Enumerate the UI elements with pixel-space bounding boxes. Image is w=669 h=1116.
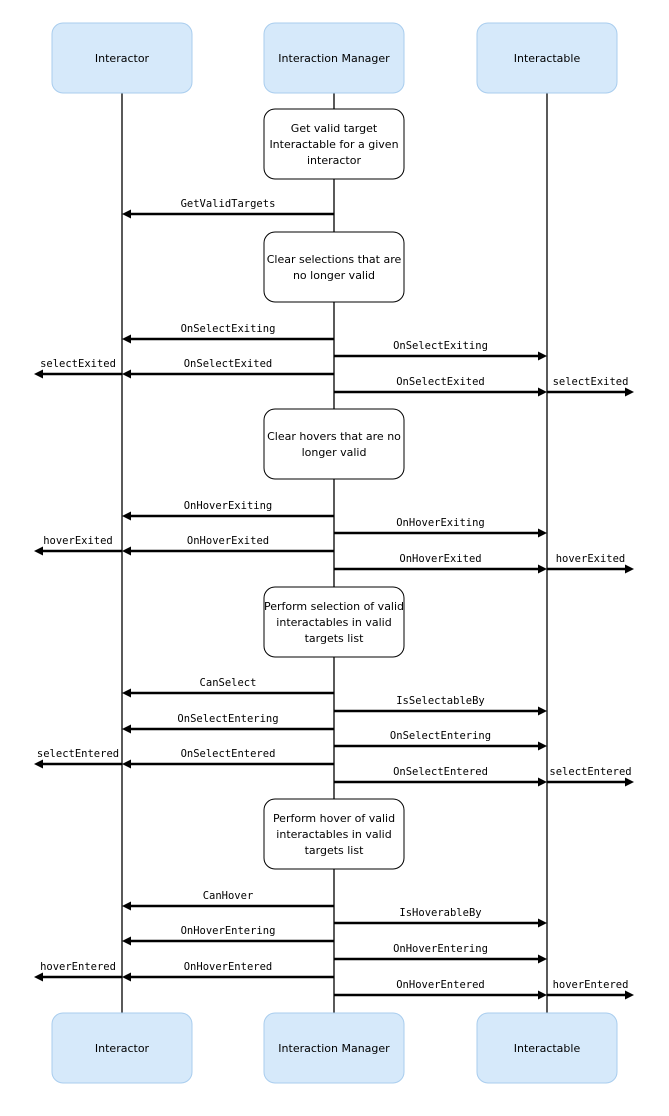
message-onhoverexited-to-interactable-label: OnHoverExited <box>399 553 481 565</box>
note-box-1 <box>263 108 405 180</box>
actor-label-interactor-top: Interactor <box>95 52 150 65</box>
message-canhover-to-interactor-arrow-head <box>122 901 131 911</box>
message-onselectentering-to-interactable-label: OnSelectEntering <box>390 730 491 742</box>
message-onselectentering-to-interactor-label: OnSelectEntering <box>177 713 278 725</box>
actor-box-interactable-top <box>476 22 618 94</box>
message-canhover-to-interactor-label: CanHover <box>203 890 254 902</box>
message-ishoverableby-to-interactable-arrow-head <box>538 918 547 928</box>
event-hoverentered-interactable-label: hoverEntered <box>553 979 629 991</box>
event-selectentered-interactable-arrow-head <box>625 777 634 787</box>
note-text-1-1: Get valid target <box>291 122 378 135</box>
message-onselectexiting-to-interactor-arrow-head <box>122 334 131 344</box>
note-text-1-2: Interactable for a given <box>269 138 398 151</box>
message-onselectexited-to-interactable-label: OnSelectExited <box>396 376 485 388</box>
message-onselectentering-to-interactable-arrow-head <box>538 741 547 751</box>
note-text-2-1: Clear selections that are <box>267 253 402 266</box>
message-onhoverentered-to-interactable-arrow-head <box>538 990 547 1000</box>
message-onhoverexiting-to-interactor-arrow-head <box>122 511 131 521</box>
message-canselect-to-interactor-arrow-head <box>122 688 131 698</box>
message-onselectentering-to-interactor-arrow-head <box>122 724 131 734</box>
note-text-1-3: interactor <box>307 154 361 167</box>
actor-label-interactable-top: Interactable <box>514 52 581 65</box>
message-onhoverentered-to-interactable-label: OnHoverEntered <box>396 979 485 991</box>
message-onselectexiting-to-interactable-label: OnSelectExiting <box>393 340 488 352</box>
event-hoverentered-interactable-arrow-head <box>625 990 634 1000</box>
note-text-3-2: longer valid <box>302 446 367 459</box>
event-hoverexited-interactor-arrow-head <box>34 546 43 556</box>
message-onselectexiting-to-interactable-arrow-head <box>538 351 547 361</box>
actor-box-interactor-top <box>51 22 193 94</box>
message-onselectentered-to-interactable-label: OnSelectEntered <box>393 766 488 778</box>
message-onhoverexiting-to-interactor-label: OnHoverExiting <box>184 500 273 512</box>
actor-box-interactable-bottom <box>476 1012 618 1084</box>
message-onhoverexited-to-interactor-label: OnHoverExited <box>187 535 269 547</box>
message-canselect-to-interactor-label: CanSelect <box>200 677 257 689</box>
note-text-5-1: Perform hover of valid <box>273 812 395 825</box>
note-box-3 <box>263 408 405 480</box>
actor-label-interactable-bottom: Interactable <box>514 1042 581 1055</box>
actor-box-interaction-manager-top <box>263 22 405 94</box>
event-selectentered-interactor-label: selectEntered <box>37 748 119 760</box>
note-text-5-2: interactables in valid <box>276 828 391 841</box>
note-text-4-3: targets list <box>305 632 365 645</box>
message-isselectableby-to-interactable-label: IsSelectableBy <box>396 695 485 707</box>
event-selectentered-interactable-label: selectEntered <box>549 766 631 778</box>
message-onhoverexiting-to-interactable-arrow-head <box>538 528 547 538</box>
note-text-5-3: targets list <box>305 844 365 857</box>
message-onselectentered-to-interactor-label: OnSelectEntered <box>181 748 276 760</box>
event-hoverexited-interactable-arrow-head <box>625 564 634 574</box>
note-text-2-2: no longer valid <box>293 269 375 282</box>
note-text-4-1: Perform selection of valid <box>264 600 404 613</box>
message-onhoverentering-to-interactor-arrow-head <box>122 936 131 946</box>
message-onhoverentering-to-interactor-label: OnHoverEntering <box>181 925 276 937</box>
note-text-3-1: Clear hovers that are no <box>267 430 401 443</box>
message-getvalidtargets-to-interactor-label: GetValidTargets <box>181 198 276 210</box>
message-getvalidtargets-to-interactor-arrow-head <box>122 209 131 219</box>
event-hoverentered-interactor-label: hoverEntered <box>40 961 116 973</box>
actor-box-interaction-manager-bottom <box>263 1012 405 1084</box>
message-onhoverentering-to-interactable-label: OnHoverEntering <box>393 943 488 955</box>
event-selectentered-interactor-arrow-head <box>34 759 43 769</box>
event-hoverexited-interactable-label: hoverExited <box>556 553 626 565</box>
message-onhoverexiting-to-interactable-label: OnHoverExiting <box>396 517 485 529</box>
message-onselectexited-to-interactor-label: OnSelectExited <box>184 358 273 370</box>
note-box-5 <box>263 798 405 870</box>
message-onhoverentering-to-interactable-arrow-head <box>538 954 547 964</box>
message-onselectentered-to-interactor-arrow-head <box>122 759 131 769</box>
message-onselectexited-to-interactable-arrow-head <box>538 387 547 397</box>
message-onhoverentered-to-interactor-label: OnHoverEntered <box>184 961 273 973</box>
message-onhoverexited-to-interactable-arrow-head <box>538 564 547 574</box>
message-onhoverentered-to-interactor-arrow-head <box>122 972 131 982</box>
note-text-4-2: interactables in valid <box>276 616 391 629</box>
event-selectexited-interactor-label: selectExited <box>40 358 116 370</box>
event-selectexited-interactable-label: selectExited <box>553 376 629 388</box>
message-isselectableby-to-interactable-arrow-head <box>538 706 547 716</box>
event-selectexited-interactor-arrow-head <box>34 369 43 379</box>
actor-label-interaction-manager-top: Interaction Manager <box>278 52 390 65</box>
message-onselectentered-to-interactable-arrow-head <box>538 777 547 787</box>
actor-label-interaction-manager-bottom: Interaction Manager <box>278 1042 390 1055</box>
actor-box-interactor-bottom <box>51 1012 193 1084</box>
note-box-4 <box>263 586 405 658</box>
message-onhoverexited-to-interactor-arrow-head <box>122 546 131 556</box>
message-onselectexited-to-interactor-arrow-head <box>122 369 131 379</box>
note-box-2 <box>263 231 405 303</box>
event-selectexited-interactable-arrow-head <box>625 387 634 397</box>
message-onselectexiting-to-interactor-label: OnSelectExiting <box>181 323 276 335</box>
event-hoverentered-interactor-arrow-head <box>34 972 43 982</box>
actor-label-interactor-bottom: Interactor <box>95 1042 150 1055</box>
message-ishoverableby-to-interactable-label: IsHoverableBy <box>399 907 481 919</box>
event-hoverexited-interactor-label: hoverExited <box>43 535 113 547</box>
